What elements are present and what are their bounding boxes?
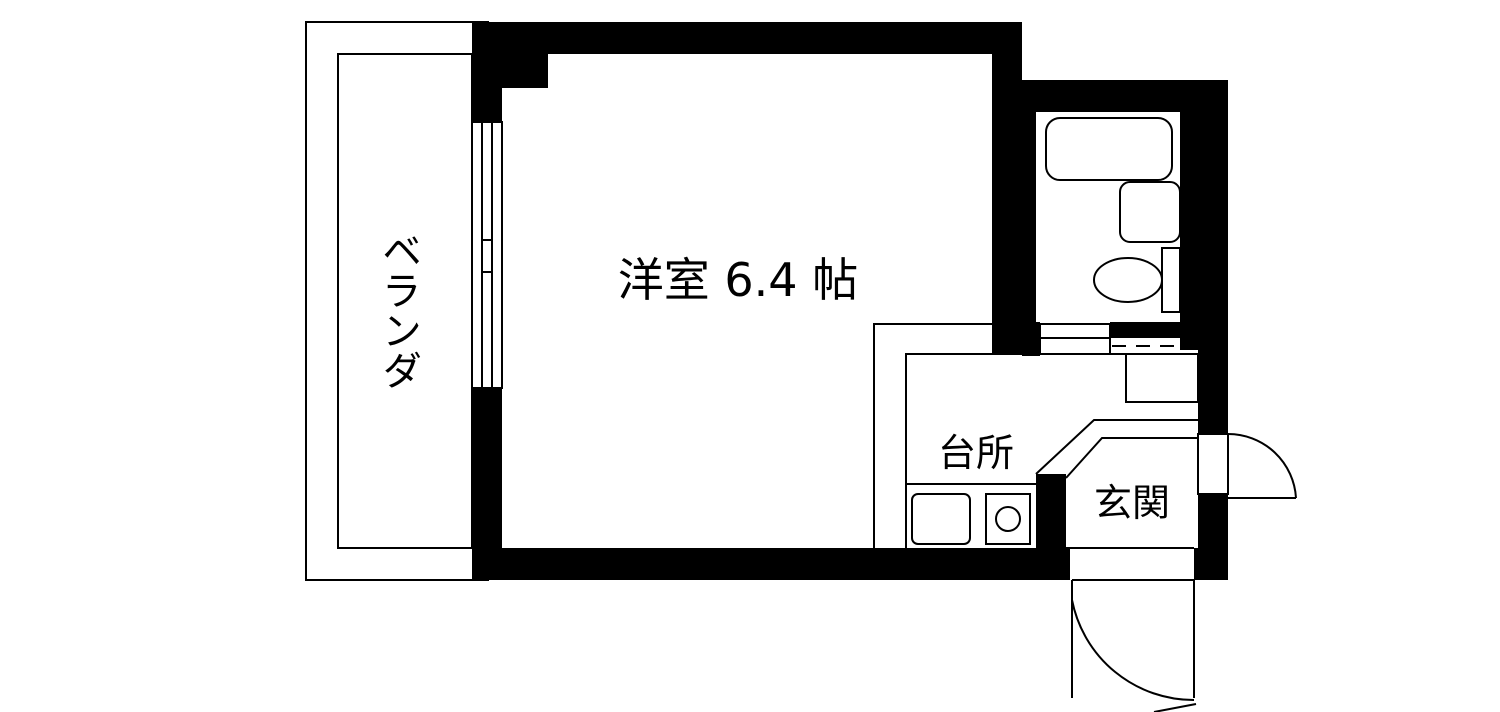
wall-top: [472, 22, 1022, 54]
wall-corner-block: [500, 54, 548, 88]
side-door-swing-icon: [1227, 432, 1297, 499]
entrance-arrow-icon: [1153, 703, 1197, 712]
wall-bath-bottom-mid: [1110, 322, 1184, 338]
entrance-step-inner: [1065, 437, 1198, 479]
entrance-step-outer: [1035, 419, 1198, 475]
kitchen-partition-outer: [873, 323, 992, 548]
western-room-label: 洋室 6.4 帖: [618, 253, 858, 307]
wall-bath-right: [1180, 80, 1228, 350]
wall-bath-left: [1022, 80, 1036, 356]
wall-entrance-left: [1036, 474, 1066, 580]
balcony-label: ベランダ: [375, 230, 421, 390]
front-door-swing-icon: [1071, 599, 1195, 702]
bathroom-fixtures: [1039, 117, 1184, 355]
wall-left-upper: [472, 22, 502, 122]
storage-box: [1125, 353, 1199, 403]
stove-icon: [985, 493, 1031, 545]
side-door-frame: [1197, 433, 1229, 495]
wall-right-lower: [1198, 338, 1228, 434]
entrance-label: 玄関: [1094, 481, 1170, 525]
sink-icon: [1161, 247, 1181, 313]
wall-bath-bottom-left: [1022, 322, 1040, 356]
bathtub-icon: [1045, 117, 1173, 181]
exterior-walls: [472, 22, 1228, 580]
toilet-tank-icon: [1119, 181, 1181, 243]
wall-entrance-bottom: [1194, 548, 1228, 580]
stove-burner-icon: [995, 506, 1021, 532]
kitchen-sink-icon: [911, 493, 971, 545]
window-frame: [471, 121, 503, 389]
wall-bottom: [472, 548, 1070, 580]
wall-room-right: [992, 22, 1022, 354]
toilet-bowl-icon: [1093, 257, 1163, 303]
balcony-window: [471, 121, 503, 389]
entrance-area: [1035, 419, 1297, 712]
kitchen-label: 台所: [938, 431, 1014, 475]
kitchen-area: [873, 323, 1199, 548]
